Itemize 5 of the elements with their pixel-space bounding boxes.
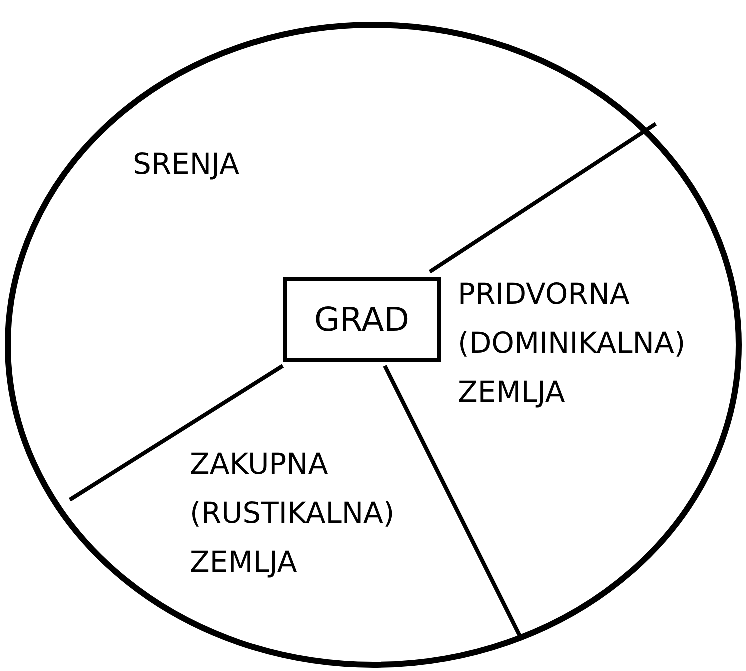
region-label: PRIDVORNA (DOMINIKALNA) ZEMLJA	[458, 276, 687, 411]
region-label: ZAKUPNA (RUSTIKALNA) ZEMLJA	[190, 446, 396, 581]
circle-outline	[5, 22, 742, 668]
text-box: GRAD	[283, 277, 441, 362]
region-label: SRENJA	[133, 146, 240, 183]
